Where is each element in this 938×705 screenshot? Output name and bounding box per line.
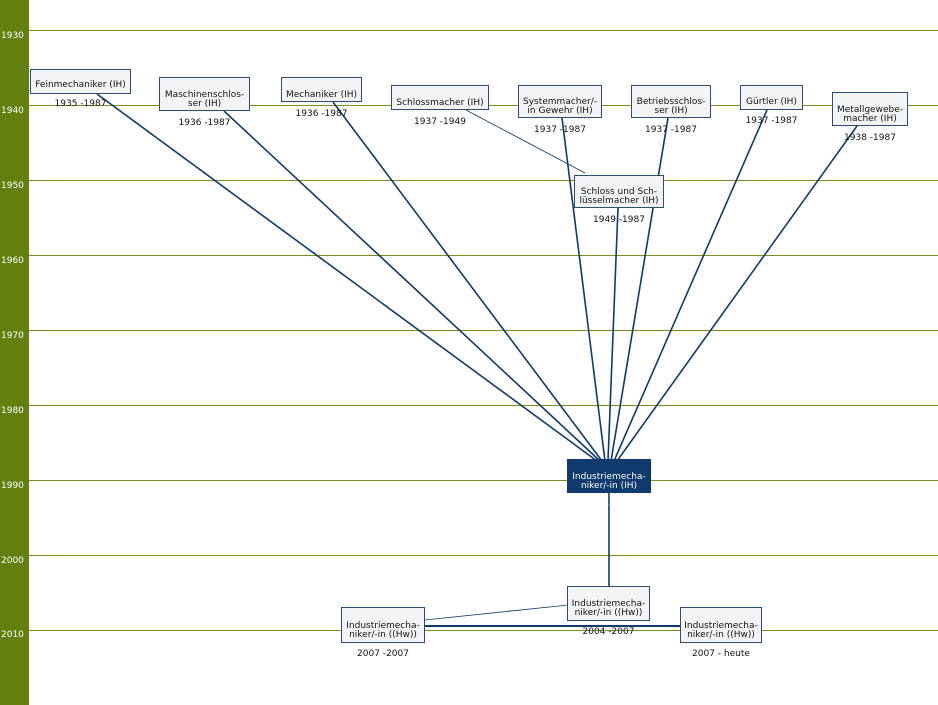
node-title: Industriemecha- niker/-in ((Hw)) <box>571 598 646 618</box>
node-title: Systemmacher/- in Gewehr (IH) <box>522 96 597 116</box>
node-schlossmacher[interactable]: Schlossmacher (IH) 1937 -1949 <box>391 85 489 126</box>
node-years: 1937 -1987 <box>745 115 798 126</box>
node-title: Schloss und Sch- lüsselmacher (IH) <box>579 186 659 206</box>
node-schloss-und-schluesselmacher[interactable]: Schloss und Sch- lüsselmacher (IH) 1949 … <box>574 175 664 225</box>
timeline-sidebar <box>0 0 29 705</box>
node-mechaniker[interactable]: Mechaniker (IH) 1936 -1987 <box>281 77 362 118</box>
node-industriemechaniker-hw-2007[interactable]: Industriemecha- niker/-in ((Hw)) 2007 -2… <box>341 607 425 659</box>
node-years: 1937 -1949 <box>414 116 466 127</box>
link-betriebsschlosser-industrie <box>610 117 669 462</box>
node-industriemechaniker-hw-heute[interactable]: Industriemecha- niker/-in ((Hw)) 2007 - … <box>680 607 762 659</box>
link-guertler-industrie <box>613 109 768 462</box>
link-schlossundschluessel-industrie <box>607 207 619 462</box>
node-years: 2007 -2007 <box>357 649 409 659</box>
node-years: 1937 -1987 <box>645 125 697 135</box>
gridline-1980 <box>29 405 938 406</box>
node-industriemechaniker-ih[interactable]: Industriemecha- niker/-in (IH) 1987 -200… <box>567 459 651 510</box>
node-title: Gürtler (IH) <box>746 96 797 107</box>
node-title: Industriemecha- niker/-in (IH) <box>572 471 646 491</box>
gridline-1990 <box>29 480 938 481</box>
node-title: Feinmechaniker (IH) <box>35 79 126 90</box>
year-label-1990: 1990 <box>1 481 24 491</box>
year-label-2010: 2010 <box>1 630 24 640</box>
year-label-1960: 1960 <box>1 256 24 266</box>
node-years: 1937 -1987 <box>534 125 586 135</box>
node-guertler[interactable]: Gürtler (IH) 1937 -1987 <box>740 85 803 125</box>
link-metallgewebemacher-industrie <box>616 125 858 462</box>
link-maschinenschlosser-industrie <box>223 110 601 462</box>
node-years: 1949 -1987 <box>593 215 645 225</box>
node-years: 2007 - heute <box>692 649 750 659</box>
node-years: 1987 -2004 <box>583 500 635 510</box>
year-label-1930: 1930 <box>1 31 24 41</box>
year-label-1940: 1940 <box>1 106 24 116</box>
year-label-1950: 1950 <box>1 181 24 191</box>
node-title: Mechaniker (IH) <box>285 89 358 100</box>
node-title: Industriemecha- niker/-in ((Hw)) <box>684 620 758 640</box>
node-years: 1938 -1987 <box>844 133 896 143</box>
link-feinmechaniker-industrie <box>96 93 598 462</box>
node-systemmacher[interactable]: Systemmacher/- in Gewehr (IH) 1937 -1987 <box>518 85 602 135</box>
node-years: 1935 -1987 <box>54 98 107 109</box>
gridline-1970 <box>29 330 938 331</box>
node-years: 2004 -2007 <box>582 627 635 637</box>
link-schlossmacher-schlossundschluessel <box>465 109 586 174</box>
year-label-1980: 1980 <box>1 406 24 416</box>
node-industriemechaniker-hw-2004[interactable]: Industriemecha- niker/-in ((Hw)) 2004 -2… <box>567 586 650 637</box>
link-mechaniker-industrie <box>332 101 603 462</box>
node-feinmechaniker[interactable]: Feinmechaniker (IH) 1935 -1987 <box>30 69 131 108</box>
gridline-2010 <box>29 630 938 631</box>
gridline-1930 <box>29 30 938 31</box>
node-metallgewebemacher[interactable]: Metallgewebe- macher (IH) 1938 -1987 <box>832 92 908 143</box>
year-label-1970: 1970 <box>1 331 24 341</box>
link-systemmacher-industrie <box>561 117 606 462</box>
node-title: Maschinenschlos- ser (IH) <box>164 89 245 109</box>
gridline-1960 <box>29 255 938 256</box>
node-title: Industriemecha- niker/-in ((Hw)) <box>346 620 420 640</box>
year-label-2000: 2000 <box>1 556 24 566</box>
gridline-1950 <box>29 180 938 181</box>
node-years: 1936 -1987 <box>178 118 231 128</box>
node-years: 1936 -1987 <box>295 108 348 119</box>
gridline-2000 <box>29 555 938 556</box>
node-title: Betriebsschlos- ser (IH) <box>636 96 706 116</box>
node-betriebsschlosser[interactable]: Betriebsschlos- ser (IH) 1937 -1987 <box>631 85 711 135</box>
node-title: Metallgewebe- macher (IH) <box>837 104 903 124</box>
node-title: Schlossmacher (IH) <box>396 97 484 108</box>
link-hw2004-hw2007 <box>424 604 569 621</box>
node-maschinenschlosser[interactable]: Maschinenschlos- ser (IH) 1936 -1987 <box>159 77 250 128</box>
